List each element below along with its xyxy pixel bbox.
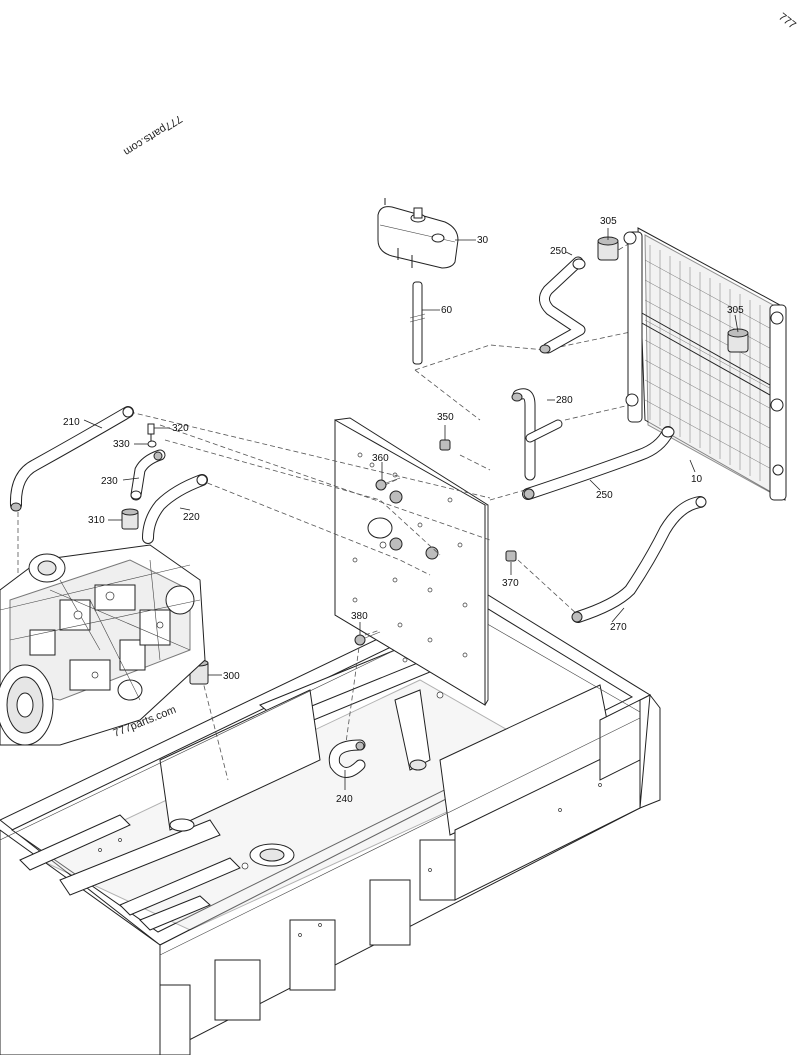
callout-320: 320 [172, 423, 189, 434]
hose-250-upper [539, 256, 586, 354]
hose-250-lower [522, 426, 675, 500]
callout-300: 300 [223, 671, 240, 682]
callout-labels: 10 30 60 210 220 230 240 250 250 270 280… [63, 216, 744, 805]
callout-30: 30 [477, 235, 489, 246]
callout-305-top: 305 [600, 216, 617, 227]
hose-270 [571, 496, 707, 623]
callout-380: 380 [351, 611, 368, 622]
hose-230 [130, 449, 166, 501]
sleeve-310 [121, 508, 139, 530]
hose-220 [142, 474, 208, 544]
watermark-top-right: 777 [776, 11, 798, 32]
fitting-350 [439, 439, 451, 451]
callout-370: 370 [502, 578, 519, 589]
mounting-plate [334, 417, 489, 706]
pipe-280 [511, 388, 563, 481]
fitting-370 [505, 550, 517, 562]
callout-250-lower: 250 [596, 490, 613, 501]
callout-270: 270 [610, 622, 627, 633]
hose-240 [328, 739, 366, 778]
callout-310: 310 [88, 515, 105, 526]
fitting-320 [147, 423, 155, 442]
callout-350: 350 [437, 412, 454, 423]
clamp-330 [147, 440, 157, 448]
engine [0, 544, 206, 746]
callout-240: 240 [336, 794, 353, 805]
callout-210: 210 [63, 417, 80, 428]
callout-10: 10 [691, 474, 703, 485]
fitting-360 [375, 477, 401, 491]
callout-250-upper: 250 [550, 246, 567, 257]
watermark-top-left: 777parts.com [121, 112, 184, 157]
sleeve-305-mid [727, 328, 749, 353]
callout-330: 330 [113, 439, 130, 450]
callout-230: 230 [101, 476, 118, 487]
callout-305-mid: 305 [727, 305, 744, 316]
callout-280: 280 [556, 395, 573, 406]
expansion-tank [377, 198, 459, 269]
leader-lines [83, 228, 739, 790]
sleeve-305-top [597, 236, 619, 261]
tube-60 [409, 281, 426, 365]
radiator [623, 227, 787, 501]
callout-360: 360 [372, 453, 389, 464]
hose-210 [9, 406, 134, 512]
callout-60: 60 [441, 305, 453, 316]
callout-220: 220 [183, 512, 200, 523]
